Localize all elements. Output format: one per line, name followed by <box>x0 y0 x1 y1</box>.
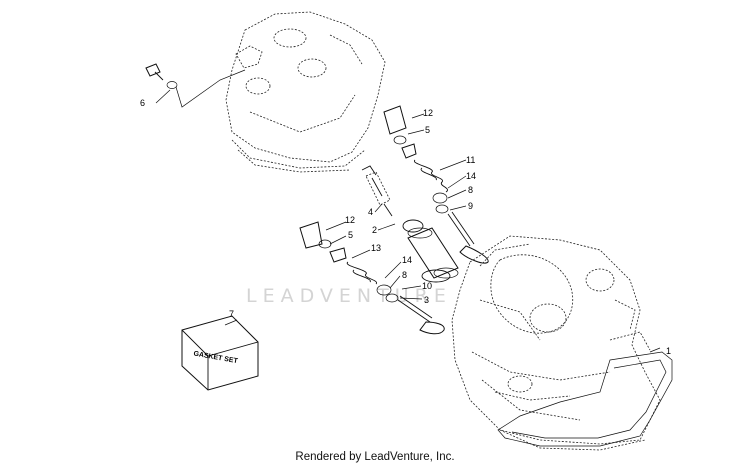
watermark-text: LEADVENTURE <box>246 285 452 307</box>
gasket-set-box[interactable] <box>181 315 259 391</box>
footer-credit: Rendered by LeadVenture, Inc. <box>295 451 455 463</box>
callout-8a: 8 <box>468 185 473 195</box>
lower-valve-assembly[interactable] <box>299 221 445 335</box>
callout-5b: 5 <box>348 230 353 240</box>
head-gasket[interactable] <box>497 351 673 447</box>
callouts: 1 2 3 4 5 5 6 7 8 8 9 10 11 12 12 13 14 … <box>140 98 671 356</box>
callout-8b: 8 <box>402 270 407 280</box>
valve-cover[interactable] <box>225 11 386 173</box>
callout-5a: 5 <box>425 125 430 135</box>
callout-12b: 12 <box>345 215 355 225</box>
spark-plug[interactable] <box>361 165 393 217</box>
callout-3: 3 <box>424 295 429 305</box>
callout-4: 4 <box>368 207 373 217</box>
cylinder-head[interactable] <box>451 235 661 451</box>
callout-1: 1 <box>666 346 671 356</box>
valve-guide-seal[interactable] <box>402 219 459 283</box>
upper-valve-assembly[interactable] <box>383 105 489 264</box>
callout-13: 13 <box>371 243 381 253</box>
callout-6: 6 <box>140 98 145 108</box>
leader-lines <box>155 89 661 353</box>
callout-7: 7 <box>229 309 234 319</box>
callout-10: 10 <box>422 281 432 291</box>
callout-11: 11 <box>466 155 475 165</box>
callout-12a: 12 <box>423 108 433 118</box>
callout-2: 2 <box>372 225 377 235</box>
cover-bolt[interactable] <box>145 63 246 108</box>
callout-14b: 14 <box>402 255 412 265</box>
callout-14a: 14 <box>466 171 476 181</box>
callout-9: 9 <box>468 201 473 211</box>
